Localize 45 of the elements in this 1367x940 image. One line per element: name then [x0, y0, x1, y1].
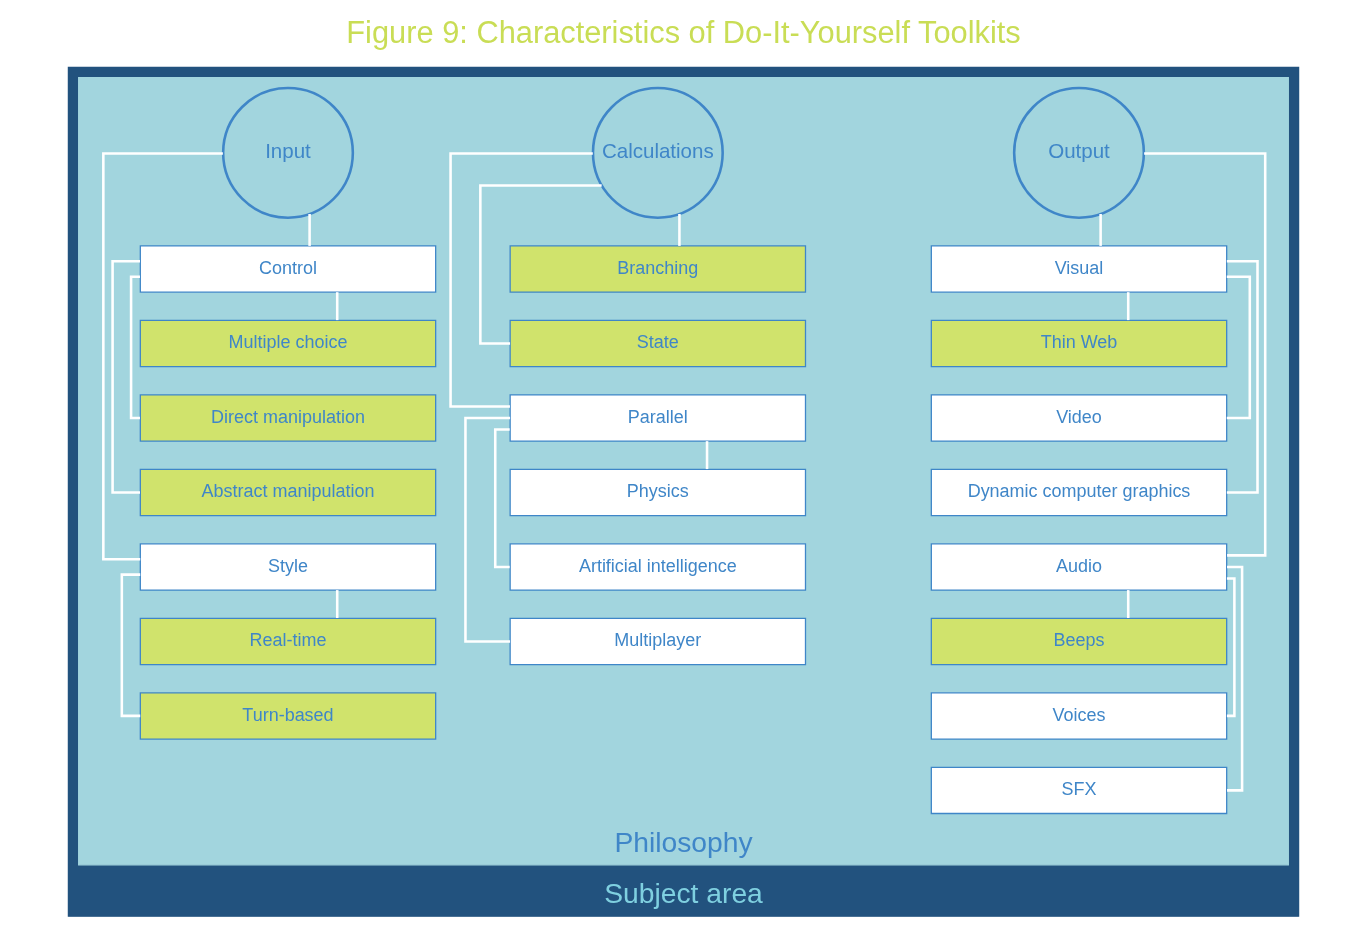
connector: [102, 152, 223, 561]
connector: [678, 214, 681, 246]
connector: [1144, 152, 1267, 557]
connector: [1126, 292, 1130, 321]
connector: [1226, 577, 1236, 718]
connector: [479, 184, 602, 345]
node-box: Style: [139, 543, 437, 591]
node-box: Physics: [509, 468, 807, 517]
node-box: Control: [139, 245, 437, 293]
node-box: Parallel: [509, 394, 807, 442]
node-circle: Output: [1012, 86, 1146, 219]
node-box: SFX: [930, 766, 1228, 815]
connector: [335, 292, 339, 321]
node-box: Beeps: [930, 617, 1228, 666]
connector: [1227, 565, 1244, 792]
connector: [111, 260, 140, 494]
node-box: Branching: [509, 245, 807, 293]
node-box: Direct manipulation: [139, 394, 437, 442]
node-box: Visual: [930, 245, 1228, 293]
node-box: Turn-based: [139, 692, 437, 740]
node-circle: Input: [221, 86, 355, 219]
node-box: Artificial intelligence: [509, 543, 807, 591]
node-box: Voices: [930, 692, 1228, 740]
connector: [449, 152, 593, 408]
connector: [308, 214, 311, 246]
connector: [1226, 260, 1259, 494]
connector: [464, 416, 511, 643]
node-box: Real-time: [139, 617, 437, 666]
node-box: Audio: [930, 543, 1228, 591]
node-box: Multiple choice: [139, 319, 437, 368]
connector: [1099, 214, 1102, 246]
node-box: Abstract manipulation: [139, 468, 437, 517]
connector: [493, 428, 510, 569]
connector: [129, 275, 140, 420]
connector: [335, 590, 339, 619]
node-circle: Calculations: [591, 86, 724, 219]
node-box: State: [509, 319, 807, 368]
node-box: Thin Web: [930, 319, 1228, 368]
connector: [705, 441, 709, 470]
diagram-title: Figure 9: Characteristics of Do-It-Yourself Toolkits: [346, 15, 1021, 51]
node-box: Multiplayer: [509, 617, 807, 666]
connector: [1226, 275, 1252, 420]
node-box: Dynamic computer graphics: [930, 468, 1228, 517]
connector: [1126, 590, 1130, 619]
node-box: Video: [930, 394, 1228, 442]
